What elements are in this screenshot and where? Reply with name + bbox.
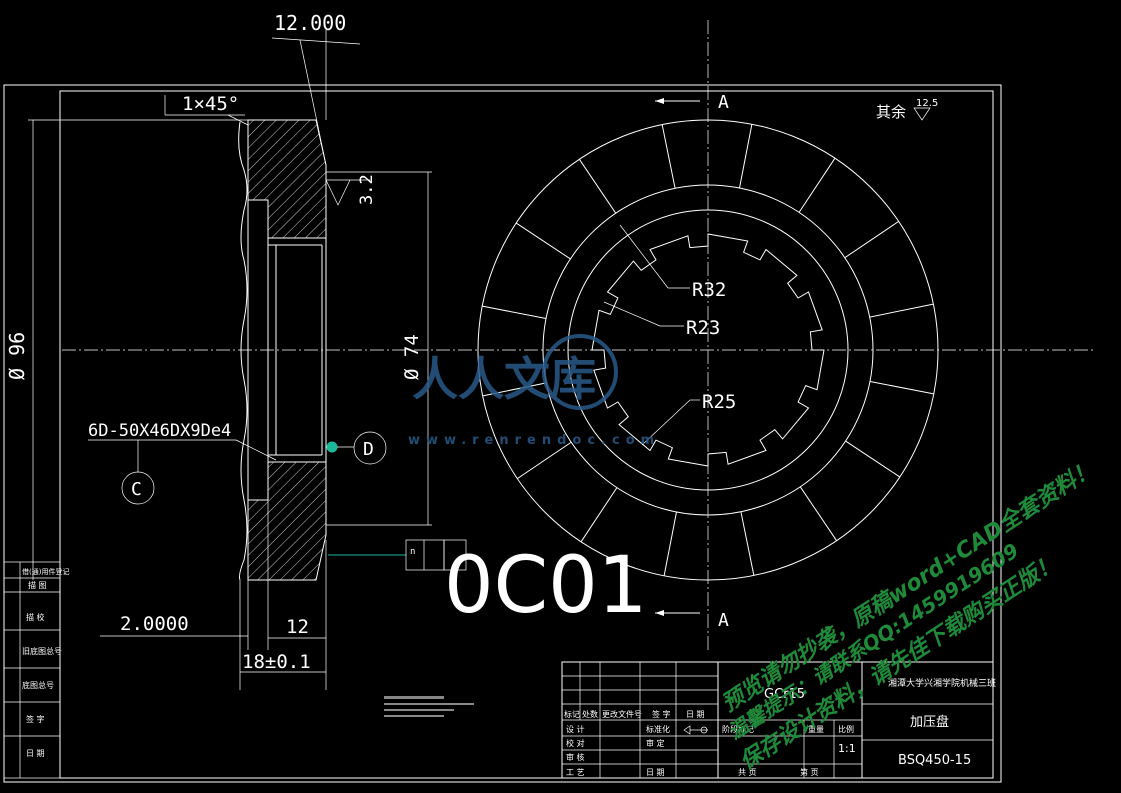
dim-thickness: 18±0.1 <box>242 651 311 673</box>
section-view <box>238 119 327 581</box>
green-line-2: 温馨提示：请联系QQ:1459919609 <box>724 538 1023 744</box>
radial-segments <box>482 124 934 576</box>
radius-r25: R25 <box>702 391 736 413</box>
watermark-url: www.renrendoc.com <box>408 433 660 448</box>
tb-r1-4: 日 期 <box>686 710 705 719</box>
tb-r5-3: 第 页 <box>800 767 819 777</box>
tolerance-symbol: n <box>410 547 415 557</box>
dim-top-length: 12.000 <box>274 11 346 35</box>
tb-r1-2: 更改文件号 <box>602 709 642 719</box>
radial-segment <box>580 487 618 543</box>
tb-r3-0: 校 对 <box>566 738 585 748</box>
tb-school: 湘潭大学兴湘学院机械三班 <box>888 677 996 689</box>
section-a-top: A <box>718 92 729 113</box>
dim-outer-dia: Ø 96 <box>5 332 29 380</box>
dim-left-offset: 2.0000 <box>120 613 189 635</box>
tb-r1-1: 处数 <box>582 709 598 719</box>
datum-d-circle <box>353 431 387 465</box>
tb-drawing-no: BSQ450-15 <box>898 753 971 768</box>
tb-r2-4: 比例 <box>838 724 854 734</box>
left-strip-3: 底图总号 <box>22 680 54 690</box>
radial-segment <box>799 486 838 541</box>
part-code: 0C01 <box>444 541 647 631</box>
lower-hatch <box>247 461 327 581</box>
inner-border <box>59 90 994 779</box>
datum-c-label: C <box>131 479 142 500</box>
outer-border <box>3 84 1002 783</box>
section-a-bottom: A <box>718 610 729 631</box>
radial-segment <box>738 124 753 189</box>
datum-c-circle <box>121 471 155 505</box>
radial-segment <box>517 441 572 480</box>
upper-hatch <box>247 119 327 239</box>
surface-note-value: 12.5 <box>916 98 938 109</box>
tech-notes <box>384 696 474 717</box>
radial-segment <box>661 124 676 189</box>
roughness-value: 3.2 <box>357 174 377 205</box>
radial-segment <box>798 157 836 213</box>
radius-r23: R23 <box>686 317 720 339</box>
radial-segment <box>482 305 547 320</box>
tb-r1-0: 标记 <box>564 709 580 719</box>
datum-d-marker <box>326 441 338 453</box>
spline-profile <box>591 233 825 467</box>
dim-inner-dia: Ø 74 <box>401 334 423 380</box>
radius-r32: R32 <box>692 279 726 301</box>
surface-note-label: 其余 <box>876 103 906 121</box>
radial-segment <box>845 440 901 478</box>
datum-d-label: D <box>363 439 374 460</box>
radial-segment <box>869 380 934 395</box>
tb-r3-1: 审 定 <box>646 738 665 748</box>
front-view <box>477 119 939 581</box>
tb-r2-3: 重量 <box>808 724 824 734</box>
middle-circle <box>542 184 874 516</box>
left-strip-1: 描 校 <box>26 612 45 622</box>
title-block: 标记 处数 更改文件号 签 字 日 期 设 计 标准化 阶段标记 重量 比例 校… <box>561 661 996 779</box>
left-strip-2: 旧底图总号 <box>22 646 62 656</box>
tb-r2-0: 设 计 <box>566 724 585 734</box>
tb-part-name: 加压盘 <box>910 714 949 730</box>
radial-segment <box>663 511 678 576</box>
tb-scale: 1:1 <box>838 742 856 755</box>
watermark-logo: 人人文库 <box>412 352 596 406</box>
radial-segment <box>578 159 617 214</box>
spline-callout: 6D-50X46DX9De4 <box>88 421 231 441</box>
tb-r5-0: 工 艺 <box>566 768 585 777</box>
tb-r2-1: 标准化 <box>646 724 670 734</box>
tb-r5-2: 共 页 <box>738 768 757 777</box>
radial-segment <box>740 511 755 576</box>
dim-width-12: 12 <box>286 616 309 638</box>
radial-segment <box>515 222 571 260</box>
green-line-1: 预览请勿抄袭，原稿word+CAD全套资料！ <box>717 456 1100 717</box>
green-overlay: 预览请勿抄袭，原稿word+CAD全套资料！ 温馨提示：请联系QQ:145991… <box>717 456 1100 775</box>
left-strip-4: 签 字 <box>26 714 45 724</box>
tb-material: GCr15 <box>764 687 805 702</box>
left-strip-0: 描 图 <box>28 580 47 590</box>
radial-segment <box>844 220 899 259</box>
watermark: 人人文库 www.renrendoc.com <box>408 334 660 448</box>
left-strip: 借(通)用件登记 描 图 描 校 旧底图总号 底图总号 签 字 日 期 <box>3 561 69 779</box>
radial-segment <box>482 382 547 397</box>
dim-chamfer: 1×45° <box>182 93 239 115</box>
left-strip-5: 日 期 <box>26 749 45 758</box>
radial-segment <box>869 303 934 318</box>
outer-circle <box>477 119 939 581</box>
break-line <box>238 121 248 581</box>
left-strip-top: 借(通)用件登记 <box>22 567 69 576</box>
tb-r5-1: 日 期 <box>646 768 665 777</box>
tb-r4-0: 审 核 <box>566 752 585 762</box>
tb-r1-3: 签 字 <box>652 709 671 719</box>
inner-circle <box>567 209 849 491</box>
tb-r2-2: 阶段标记 <box>722 724 754 734</box>
